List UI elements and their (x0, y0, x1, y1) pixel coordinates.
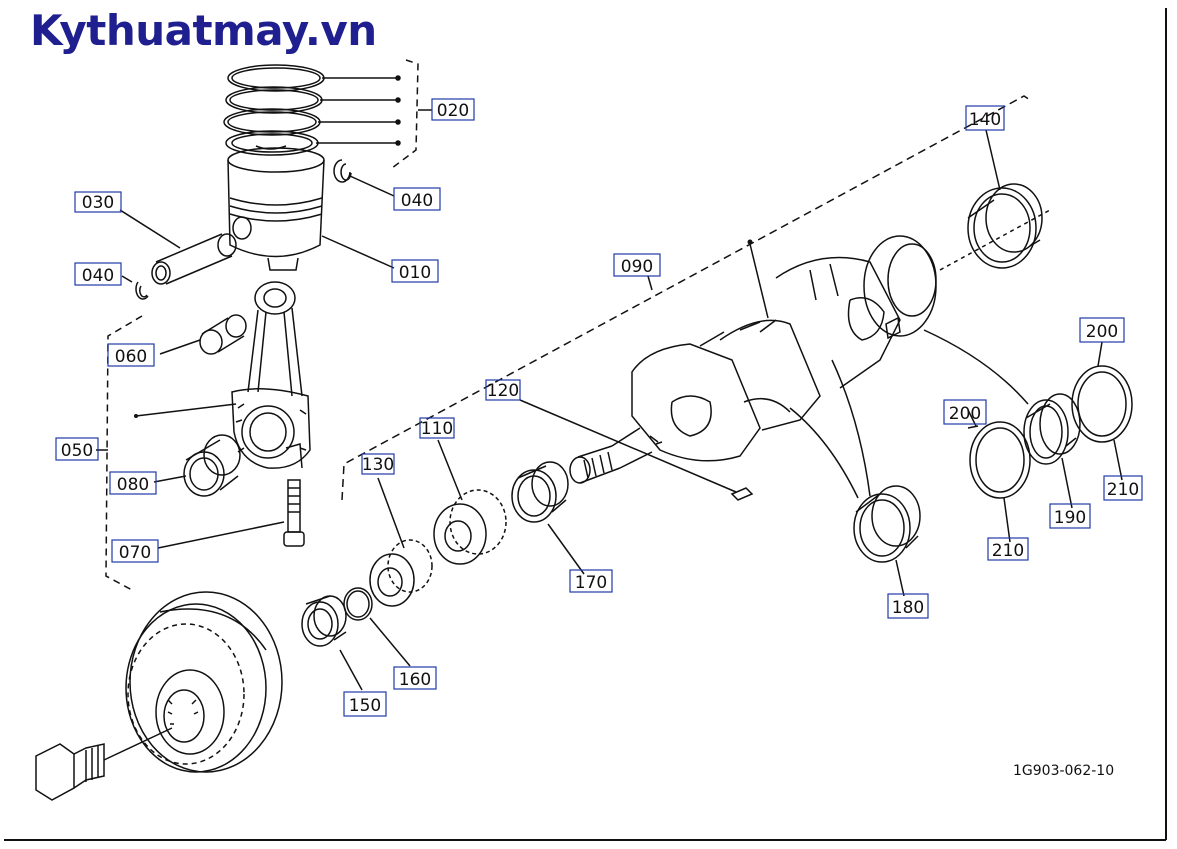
label-box-080 (109, 471, 157, 495)
part-label-160: 160 (399, 670, 431, 690)
part-label-200: 200 (949, 404, 981, 424)
part-label-040: 040 (82, 266, 114, 286)
site-watermark: Kythuatmay.vn (30, 6, 377, 55)
label-box-160 (393, 666, 437, 690)
label-box-110 (419, 417, 455, 439)
part-label-080: 080 (117, 475, 149, 495)
small-end-bushing (159, 314, 247, 355)
label-box-030 (74, 191, 122, 213)
crank-pulley (125, 591, 283, 773)
circlip-left (121, 275, 149, 300)
label-box-050 (55, 437, 99, 461)
label-box-210 (1103, 475, 1143, 501)
connecting-rod (231, 281, 311, 469)
part-label-210: 210 (992, 541, 1024, 561)
label-box-180 (887, 593, 929, 619)
leader-010 (321, 235, 395, 269)
part-label-150: 150 (349, 696, 381, 716)
label-box-020 (431, 98, 475, 121)
label-box-010 (391, 259, 439, 283)
oil-seal-collar (301, 595, 363, 691)
thrust-washer-right (1071, 341, 1133, 481)
label-box-130 (361, 453, 395, 475)
label-box-040 (393, 187, 441, 211)
leader-050-dot (135, 403, 237, 417)
main-bearing-rear (923, 329, 1081, 509)
label-box-200 (943, 399, 987, 425)
figure-code: 1G903-062-10 (1013, 763, 1115, 779)
main-bearing-center (789, 359, 921, 597)
group-090-bracket (341, 95, 1031, 501)
label-box-150 (343, 691, 387, 717)
crank-gear-small (369, 477, 433, 607)
o-ring (343, 587, 411, 667)
rod-bearing (153, 434, 241, 497)
woodruff-key (519, 399, 754, 501)
front-bushing (511, 461, 585, 575)
label-box-040 (74, 262, 122, 286)
ring-leader-lines (316, 59, 432, 169)
part-label-210: 210 (1107, 480, 1139, 500)
part-label-texts: 020 040 030 040 010 060 050 080 070 090 … (61, 101, 1139, 716)
group-050-bracket (105, 315, 143, 591)
label-box-060 (107, 343, 155, 367)
piston (227, 147, 325, 271)
circlip-right (333, 159, 395, 197)
part-label-190: 190 (1054, 508, 1086, 528)
part-labels (55, 98, 1143, 717)
piston-rings (223, 64, 325, 156)
label-box-170 (569, 569, 613, 593)
label-box-210 (987, 537, 1029, 561)
part-label-050: 050 (61, 441, 93, 461)
main-bearing-front (939, 129, 1051, 271)
crankshaft (569, 235, 937, 484)
part-label-030: 030 (82, 193, 114, 213)
part-label-070: 070 (119, 543, 151, 563)
part-label-120: 120 (487, 381, 519, 401)
part-label-180: 180 (892, 598, 924, 618)
label-box-090 (613, 253, 661, 277)
thrust-washer-left (967, 409, 1031, 543)
label-box-120 (485, 379, 521, 401)
piston-pin (119, 209, 237, 285)
part-label-020: 020 (437, 101, 469, 121)
part-label-010: 010 (399, 263, 431, 283)
label-box-070 (111, 539, 159, 563)
part-label-140: 140 (969, 110, 1001, 130)
part-label-060: 060 (115, 347, 147, 367)
part-label-170: 170 (575, 573, 607, 593)
part-label-130: 130 (362, 455, 394, 475)
pulley-bolt (35, 727, 173, 801)
part-label-200: 200 (1086, 322, 1118, 342)
part-label-040: 040 (401, 191, 433, 211)
label-box-140 (965, 105, 1005, 131)
label-box-200 (1079, 317, 1125, 343)
label-box-190 (1049, 503, 1091, 529)
rod-bolt (157, 479, 305, 549)
crank-gear-large (433, 439, 507, 565)
part-label-090: 090 (621, 257, 653, 277)
part-label-110: 110 (421, 419, 453, 439)
